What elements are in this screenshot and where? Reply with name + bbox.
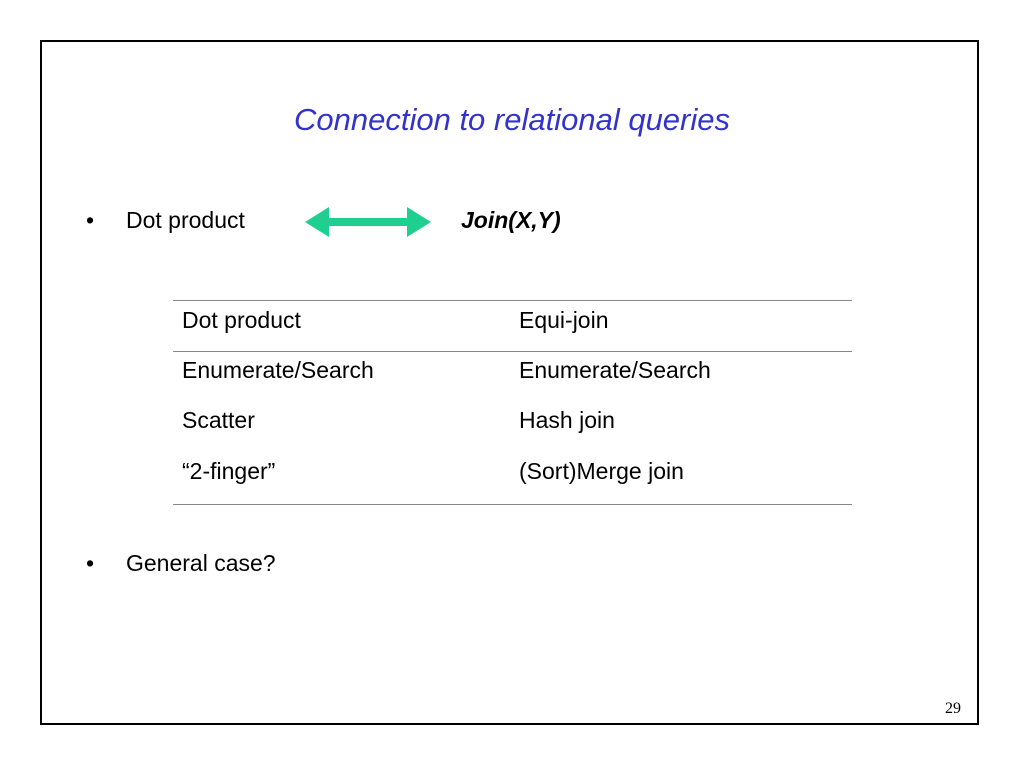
table-cell-right: (Sort)Merge join xyxy=(519,458,684,484)
table-top-rule xyxy=(173,300,852,301)
table-cell-right: Equi-join xyxy=(519,307,609,333)
slide-border xyxy=(40,40,979,725)
table-header-rule xyxy=(173,351,852,352)
table-cell-left: Scatter xyxy=(182,407,255,433)
join-label: Join(X,Y) xyxy=(461,207,561,233)
table-cell-right: Hash join xyxy=(519,407,615,433)
table-cell-left: “2-finger” xyxy=(182,458,276,484)
table-cell-left: Dot product xyxy=(182,307,301,333)
bullet-text: General case? xyxy=(126,550,276,576)
double-headed-arrow-icon xyxy=(305,207,431,237)
bullet-marker: • xyxy=(86,550,95,576)
table-cell-right: Enumerate/Search xyxy=(519,357,711,383)
slide-title: Connection to relational queries xyxy=(294,102,730,137)
bullet-marker: • xyxy=(86,207,95,233)
bullet-text: Dot product xyxy=(126,207,245,233)
table-bottom-rule xyxy=(173,504,852,505)
page-number: 29 xyxy=(945,700,961,717)
table-cell-left: Enumerate/Search xyxy=(182,357,374,383)
